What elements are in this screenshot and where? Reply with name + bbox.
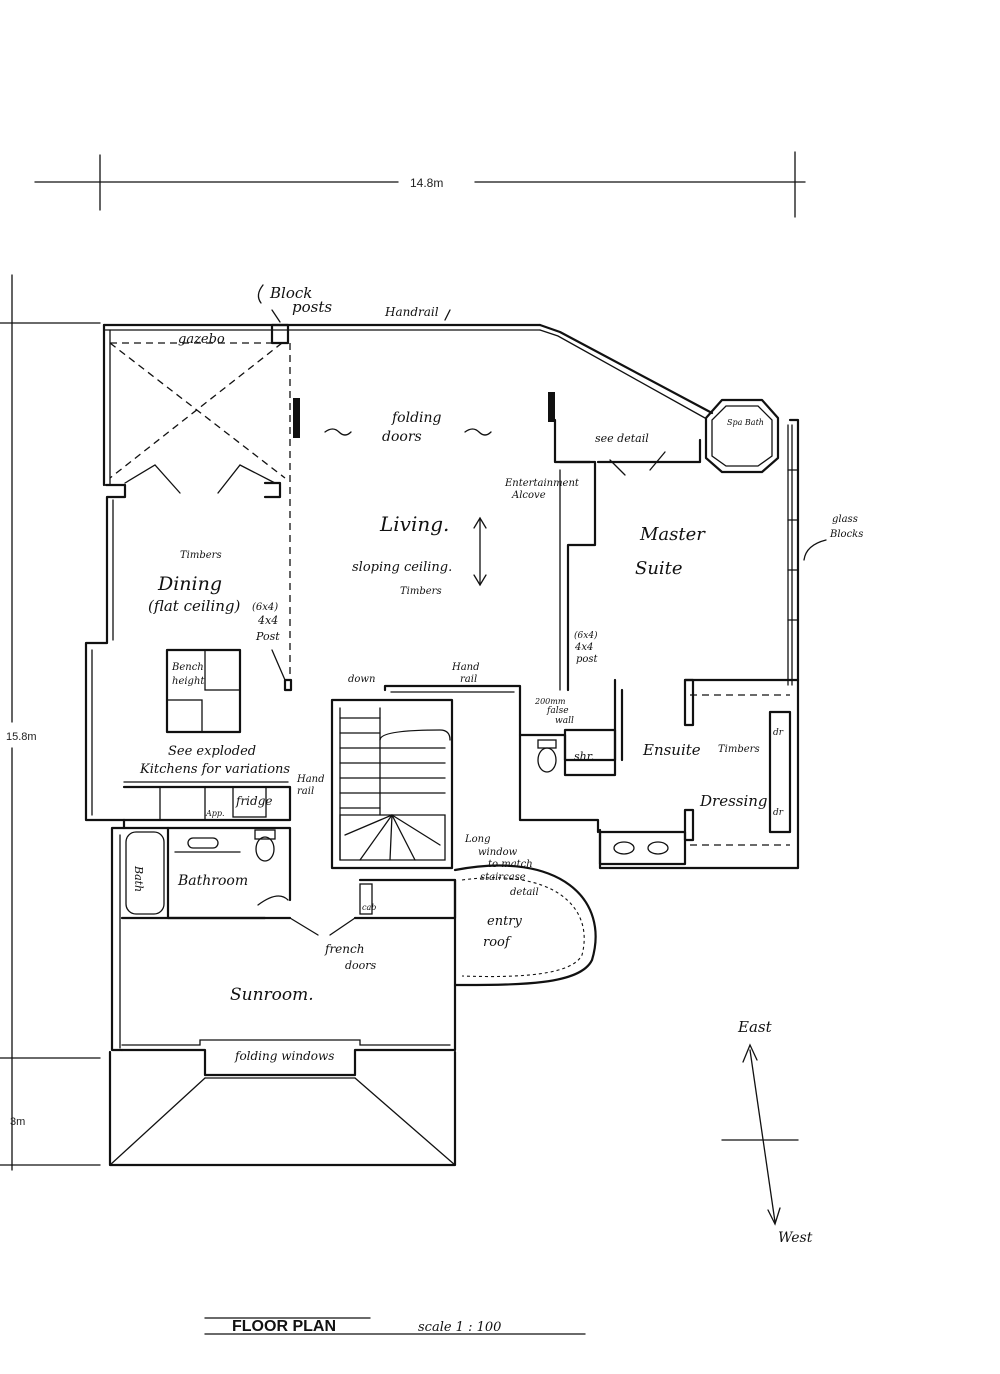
fridge-label: fridge: [235, 794, 272, 808]
dimension-depth: 15.8m 3m: [0, 274, 101, 1171]
false-wall-label-1: 200mm: [534, 697, 566, 706]
app-label: App.: [205, 809, 225, 818]
plan-footer: FLOOR PLAN scale 1 : 100: [204, 1317, 586, 1335]
porch-depth-label: 3m: [10, 1116, 25, 1128]
entry-roof: [453, 864, 597, 987]
post-dining-label-3: Post: [255, 630, 280, 643]
long-window-label-5: detail: [510, 887, 539, 898]
handrail-stair-label-2: rail: [297, 786, 314, 797]
porch-roof: [108, 1050, 457, 1167]
timbers-ensuite-label: Timbers: [718, 744, 760, 755]
living-label: Living.: [379, 512, 449, 536]
staircase[interactable]: down: [330, 674, 454, 870]
compass: East West: [721, 1018, 813, 1246]
living-walls: [383, 460, 600, 834]
folding-doors-label-1: folding: [391, 410, 442, 426]
timbers-living-label: Timbers: [400, 586, 442, 597]
post-dining-label-2: 4x4: [257, 614, 278, 627]
entertainment-label-2: Alcove: [511, 490, 546, 501]
handrail-mid-label-2: rail: [460, 674, 477, 685]
folding-doors: [293, 392, 592, 464]
ensuite-label: Ensuite: [642, 741, 701, 759]
handrail-mid-label-1: Hand: [451, 662, 480, 673]
handrail-top-label: Handrail: [384, 305, 439, 319]
long-window-label-2: window: [478, 847, 518, 858]
depth-label: 15.8m: [6, 731, 37, 743]
cab-label: cab: [362, 903, 376, 912]
spa-bath-label: Spa Bath: [727, 418, 764, 427]
footer-scale: scale 1 : 100: [418, 1320, 501, 1335]
dressing-label: Dressing: [699, 792, 768, 810]
folding-doors-label-2: doors: [382, 429, 422, 445]
master-suite: Spa Bath dr dr shr.: [518, 398, 800, 866]
shower-label: shr.: [574, 750, 594, 763]
master-label: Master: [639, 524, 706, 545]
dr-label-2: dr: [773, 808, 784, 818]
see-detail-label: see detail: [595, 432, 649, 445]
compass-west-label: West: [778, 1230, 813, 1246]
false-wall-label-2: false: [546, 706, 569, 716]
dining-note: (flat ceiling): [148, 597, 241, 615]
dr-label-1: dr: [773, 728, 784, 738]
block-posts-label-2: posts: [292, 298, 332, 316]
post-master-label-2: 4x4: [574, 642, 593, 653]
handrail-stair-label-1: Hand: [296, 774, 325, 785]
glass-blocks: [787, 469, 799, 621]
annotations: Block posts Handrail folding doors see d…: [139, 284, 863, 1063]
bench-height-label-1: Bench: [171, 662, 204, 673]
post-master-label-1: (6x4): [574, 630, 598, 641]
block-posts-label-1: Block: [269, 284, 312, 302]
compass-east-label: East: [737, 1018, 773, 1036]
glass-blocks-label-1: glass: [832, 514, 858, 525]
long-window-label-4: staircase: [480, 872, 526, 883]
gazebo: gazebo: [109, 323, 291, 680]
exploded-label-1: See exploded: [168, 744, 256, 759]
glass-blocks-label-2: Blocks: [829, 529, 863, 540]
width-label: 14.8m: [410, 176, 443, 190]
suite-label: Suite: [635, 558, 683, 579]
bench-height-label-2: height: [172, 676, 205, 687]
entry-roof-label-1: entry: [487, 914, 523, 929]
room-labels: Dining (flat ceiling) Living. sloping ce…: [132, 512, 768, 1005]
entry-roof-label-2: roof: [483, 935, 512, 950]
down-label: down: [348, 674, 375, 685]
exploded-label-2: Kitchens for variations: [139, 762, 290, 777]
bath-label: Bath: [132, 865, 145, 892]
folding-windows-label: folding windows: [234, 1049, 334, 1063]
post-dining-label-1: (6x4): [252, 602, 278, 613]
outer-walls: [84, 323, 800, 1077]
gazebo-label: gazebo: [178, 332, 225, 347]
false-wall-label-3: wall: [555, 716, 574, 726]
long-window-label-3: to match: [488, 859, 533, 870]
post-master-label-3: post: [576, 654, 599, 665]
sunroom: [120, 878, 457, 1051]
dining-label: Dining: [157, 573, 222, 595]
timbers-dining-label: Timbers: [180, 550, 222, 561]
footer-title: FLOOR PLAN: [232, 1318, 336, 1335]
bathroom-label: Bathroom: [177, 873, 248, 889]
long-window-label-1: Long: [464, 834, 491, 845]
living-note: sloping ceiling.: [352, 560, 452, 575]
entertainment-label-1: Entertainment: [504, 478, 580, 489]
kitchen: Bench height: [122, 648, 293, 822]
sunroom-label: Sunroom.: [230, 985, 314, 1005]
dimension-width: 14.8m: [34, 151, 806, 218]
french-doors-label-1: french: [324, 942, 364, 956]
french-doors-label-2: doors: [345, 959, 377, 972]
